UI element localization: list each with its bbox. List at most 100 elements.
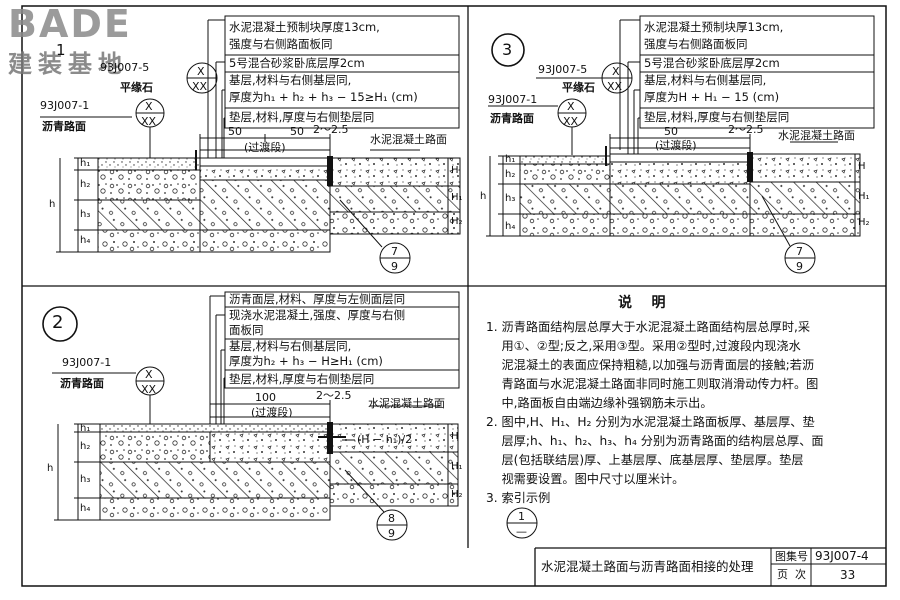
atlas-number-value: 93J007-4 xyxy=(815,549,869,563)
panel-3-note-4: 基层,材料与右侧基层同, xyxy=(644,73,767,87)
panel-1-concrete-label: 水泥混凝土路面 xyxy=(370,133,447,146)
panel-1-note-3: 5号混合砂浆卧底层厚2cm xyxy=(229,56,365,70)
panel-1-ref-curb: 93J007-5 xyxy=(100,61,150,74)
index-example-den: — xyxy=(516,525,527,538)
note-line-5: 中,路面板自由端边缘补强钢筋未示出。 xyxy=(486,396,713,410)
note-line-10: 3. 索引示例 xyxy=(486,491,551,505)
panel-2-detail xyxy=(42,291,460,541)
panel-3-dim-h3: h₃ xyxy=(505,193,516,204)
panel-1-dim-gap: 2～2.5 xyxy=(313,123,349,136)
panel-3-note-1: 水泥混凝土预制块厚13cm, xyxy=(644,20,784,34)
panel-1-ref-asphalt: 93J007-1 xyxy=(40,99,90,112)
outer-frame xyxy=(21,5,887,587)
panel-1-note-1: 水泥混凝土预制块厚度13cm, xyxy=(229,20,380,34)
logo-wordmark: BADE xyxy=(8,2,132,46)
panel-2-note-4: 基层,材料与右侧基层同, xyxy=(229,339,352,353)
panel-3-note-5: 厚度为H + H₁ − 15 (cm) xyxy=(644,90,780,104)
title-block xyxy=(534,547,886,586)
panel-3-dim-H1: H₁ xyxy=(858,191,870,202)
panel-2-dim-H1: H₁ xyxy=(451,461,463,472)
page-number: 33 xyxy=(840,568,856,582)
panel-2-dim-a: 100 xyxy=(255,391,276,404)
note-line-7: 层厚;h、h₁、h₂、h₃、h₄ 分别为沥青路面的结构层总厚、面 xyxy=(486,434,824,448)
panel-3-dim-h4: h₄ xyxy=(505,221,516,232)
index-example xyxy=(506,507,538,539)
panel-1-dim-H: H xyxy=(451,165,459,176)
panel-3-dim-gap: 2～2.5 xyxy=(728,123,764,136)
note-line-9: 视需要设置。图中尺寸以厘米计。 xyxy=(486,472,685,486)
panel-1-callout-b-top: X xyxy=(145,100,153,113)
panel-2-dim-h1: h₁ xyxy=(80,423,91,434)
panel-3-dim-a: 50 xyxy=(664,125,678,138)
panel-3-dim-H2: H₂ xyxy=(858,217,870,228)
note-line-2: 用①、②型;反之,采用③型。采用②型时,过渡段内现浇水 xyxy=(486,339,801,353)
note-line-6: 2. 图中,H、H₁、H₂ 分别为水泥混凝土路面板厚、基层厚、垫 xyxy=(486,415,815,429)
panel-2-ref-num: 8 xyxy=(388,512,395,525)
panel-3-note-6: 垫层,材料,厚度与右侧垫层同 xyxy=(644,110,790,124)
panel-1-callout-a-bottom: XX xyxy=(192,80,208,93)
panel-3-dim-h: h xyxy=(480,191,487,202)
panel-1-curb-label: 平缘石 xyxy=(120,81,153,94)
panel-2-dim-h: h xyxy=(47,463,54,474)
panel-1-dim-H2: H₂ xyxy=(451,216,463,227)
panel-1-dim-H1: H₁ xyxy=(451,192,463,203)
panel-1-dim-h3: h₃ xyxy=(80,209,91,220)
index-example-num: 1 xyxy=(518,510,525,523)
panel-1-transition: (过渡段) xyxy=(244,141,286,154)
panel-2-dim-h4: h₄ xyxy=(80,503,91,514)
panel-2-concrete-label: 水泥混凝土路面 xyxy=(368,397,445,410)
panel-2-transition: (过渡段) xyxy=(251,406,293,419)
panel-2-dim-h2: h₂ xyxy=(80,441,91,452)
panel-1-callout-a-top: X xyxy=(197,65,205,78)
panel-3-dim-h2: h₂ xyxy=(505,169,516,180)
panel-1-ref-den: 9 xyxy=(391,260,398,273)
panel-3-dim-H: H xyxy=(858,161,866,172)
note-line-1: 1. 沥青路面结构层总厚大于水泥混凝土路面结构层总厚时,采 xyxy=(486,320,811,334)
panel-2-note-3: 面板同 xyxy=(229,323,264,337)
panel-3-callout-a-bottom: XX xyxy=(607,80,623,93)
panel-3-ref-asphalt: 93J007-1 xyxy=(488,93,538,106)
note-line-3: 泥混凝土的表面应保持粗糙,以加强与沥青面层的接触;若沥 xyxy=(486,358,815,372)
panel-1-note-2: 强度与右侧路面板同 xyxy=(229,37,333,51)
panel-3-callout-b-top: X xyxy=(567,100,575,113)
notes-body: 1. 沥青路面结构层总厚大于水泥混凝土路面结构层总厚时,采 用①、②型;反之,采… xyxy=(486,318,871,508)
panel-3-ref-den: 9 xyxy=(796,260,803,273)
panel-3-note-2: 强度与右侧路面板同 xyxy=(644,37,748,51)
panel-1-detail xyxy=(40,15,461,274)
note-line-4: 青路面与水泥混凝土路面非同时施工则取消滑动传力杆。图 xyxy=(486,377,819,391)
panel-3-ref-num: 7 xyxy=(796,245,803,258)
panel-1-dim-h1: h₁ xyxy=(80,158,91,169)
panel-1-note-5: 厚度为h₁ + h₂ + h₃ − 15≥H₁ (cm) xyxy=(229,90,418,104)
logo-chinese: 建装基地 xyxy=(8,50,128,78)
panel-3-detail xyxy=(486,15,875,274)
panel-3-asphalt-label: 沥青路面 xyxy=(490,112,534,125)
panel-2-note-6: 垫层,材料,厚度与右侧垫层同 xyxy=(229,372,375,386)
panel-1-note-4: 基层,材料与右侧基层同, xyxy=(229,73,352,87)
panel-2-asphalt-label: 沥青路面 xyxy=(60,377,104,390)
panel-2-ref-asphalt: 93J007-1 xyxy=(62,356,112,369)
panel-1-callout-b-bottom: XX xyxy=(141,115,157,128)
panel-1-dim-b: 50 xyxy=(290,125,304,138)
panel-1-ref-num: 7 xyxy=(391,245,398,258)
panel-2-note-1: 沥青面层,材料、厚度与左侧面层同 xyxy=(229,292,406,306)
drawing-title: 水泥混凝土路面与沥青路面相接的处理 xyxy=(541,559,754,574)
panel-2-number: 2 xyxy=(52,312,64,333)
brand-logo: BADE 建装基地 xyxy=(8,2,132,79)
panel-2-half-dim: (H − h₁)/2 xyxy=(357,433,413,446)
panel-3-concrete-label: 水泥混凝土路面 xyxy=(778,129,855,142)
panel-3-curb-label: 平缘石 xyxy=(562,81,595,94)
note-line-8: 层(包括联结层)厚、上基层厚、底基层厚、垫层厚。垫层 xyxy=(486,453,804,467)
notes-title: 说 明 xyxy=(618,295,666,311)
panel-2-note-5: 厚度为h₂ + h₃ − H≥H₁ (cm) xyxy=(229,354,383,368)
panel-3-ref-curb: 93J007-5 xyxy=(538,63,588,76)
panel-2-callout-top: X xyxy=(145,368,153,381)
panel-3-callout-a-top: X xyxy=(612,65,620,78)
page-label: 页 次 xyxy=(777,568,806,581)
panel-2-dim-H: H xyxy=(451,431,459,442)
panel-3-note-3: 5号混合砂浆卧底层厚2cm xyxy=(644,56,780,70)
panel-3-dim-h1: h₁ xyxy=(505,154,516,165)
panel-2-callout-bottom: XX xyxy=(141,383,157,396)
panel-2-dim-H2: H₂ xyxy=(451,489,463,500)
panel-3-transition: (过渡段) xyxy=(655,139,697,152)
